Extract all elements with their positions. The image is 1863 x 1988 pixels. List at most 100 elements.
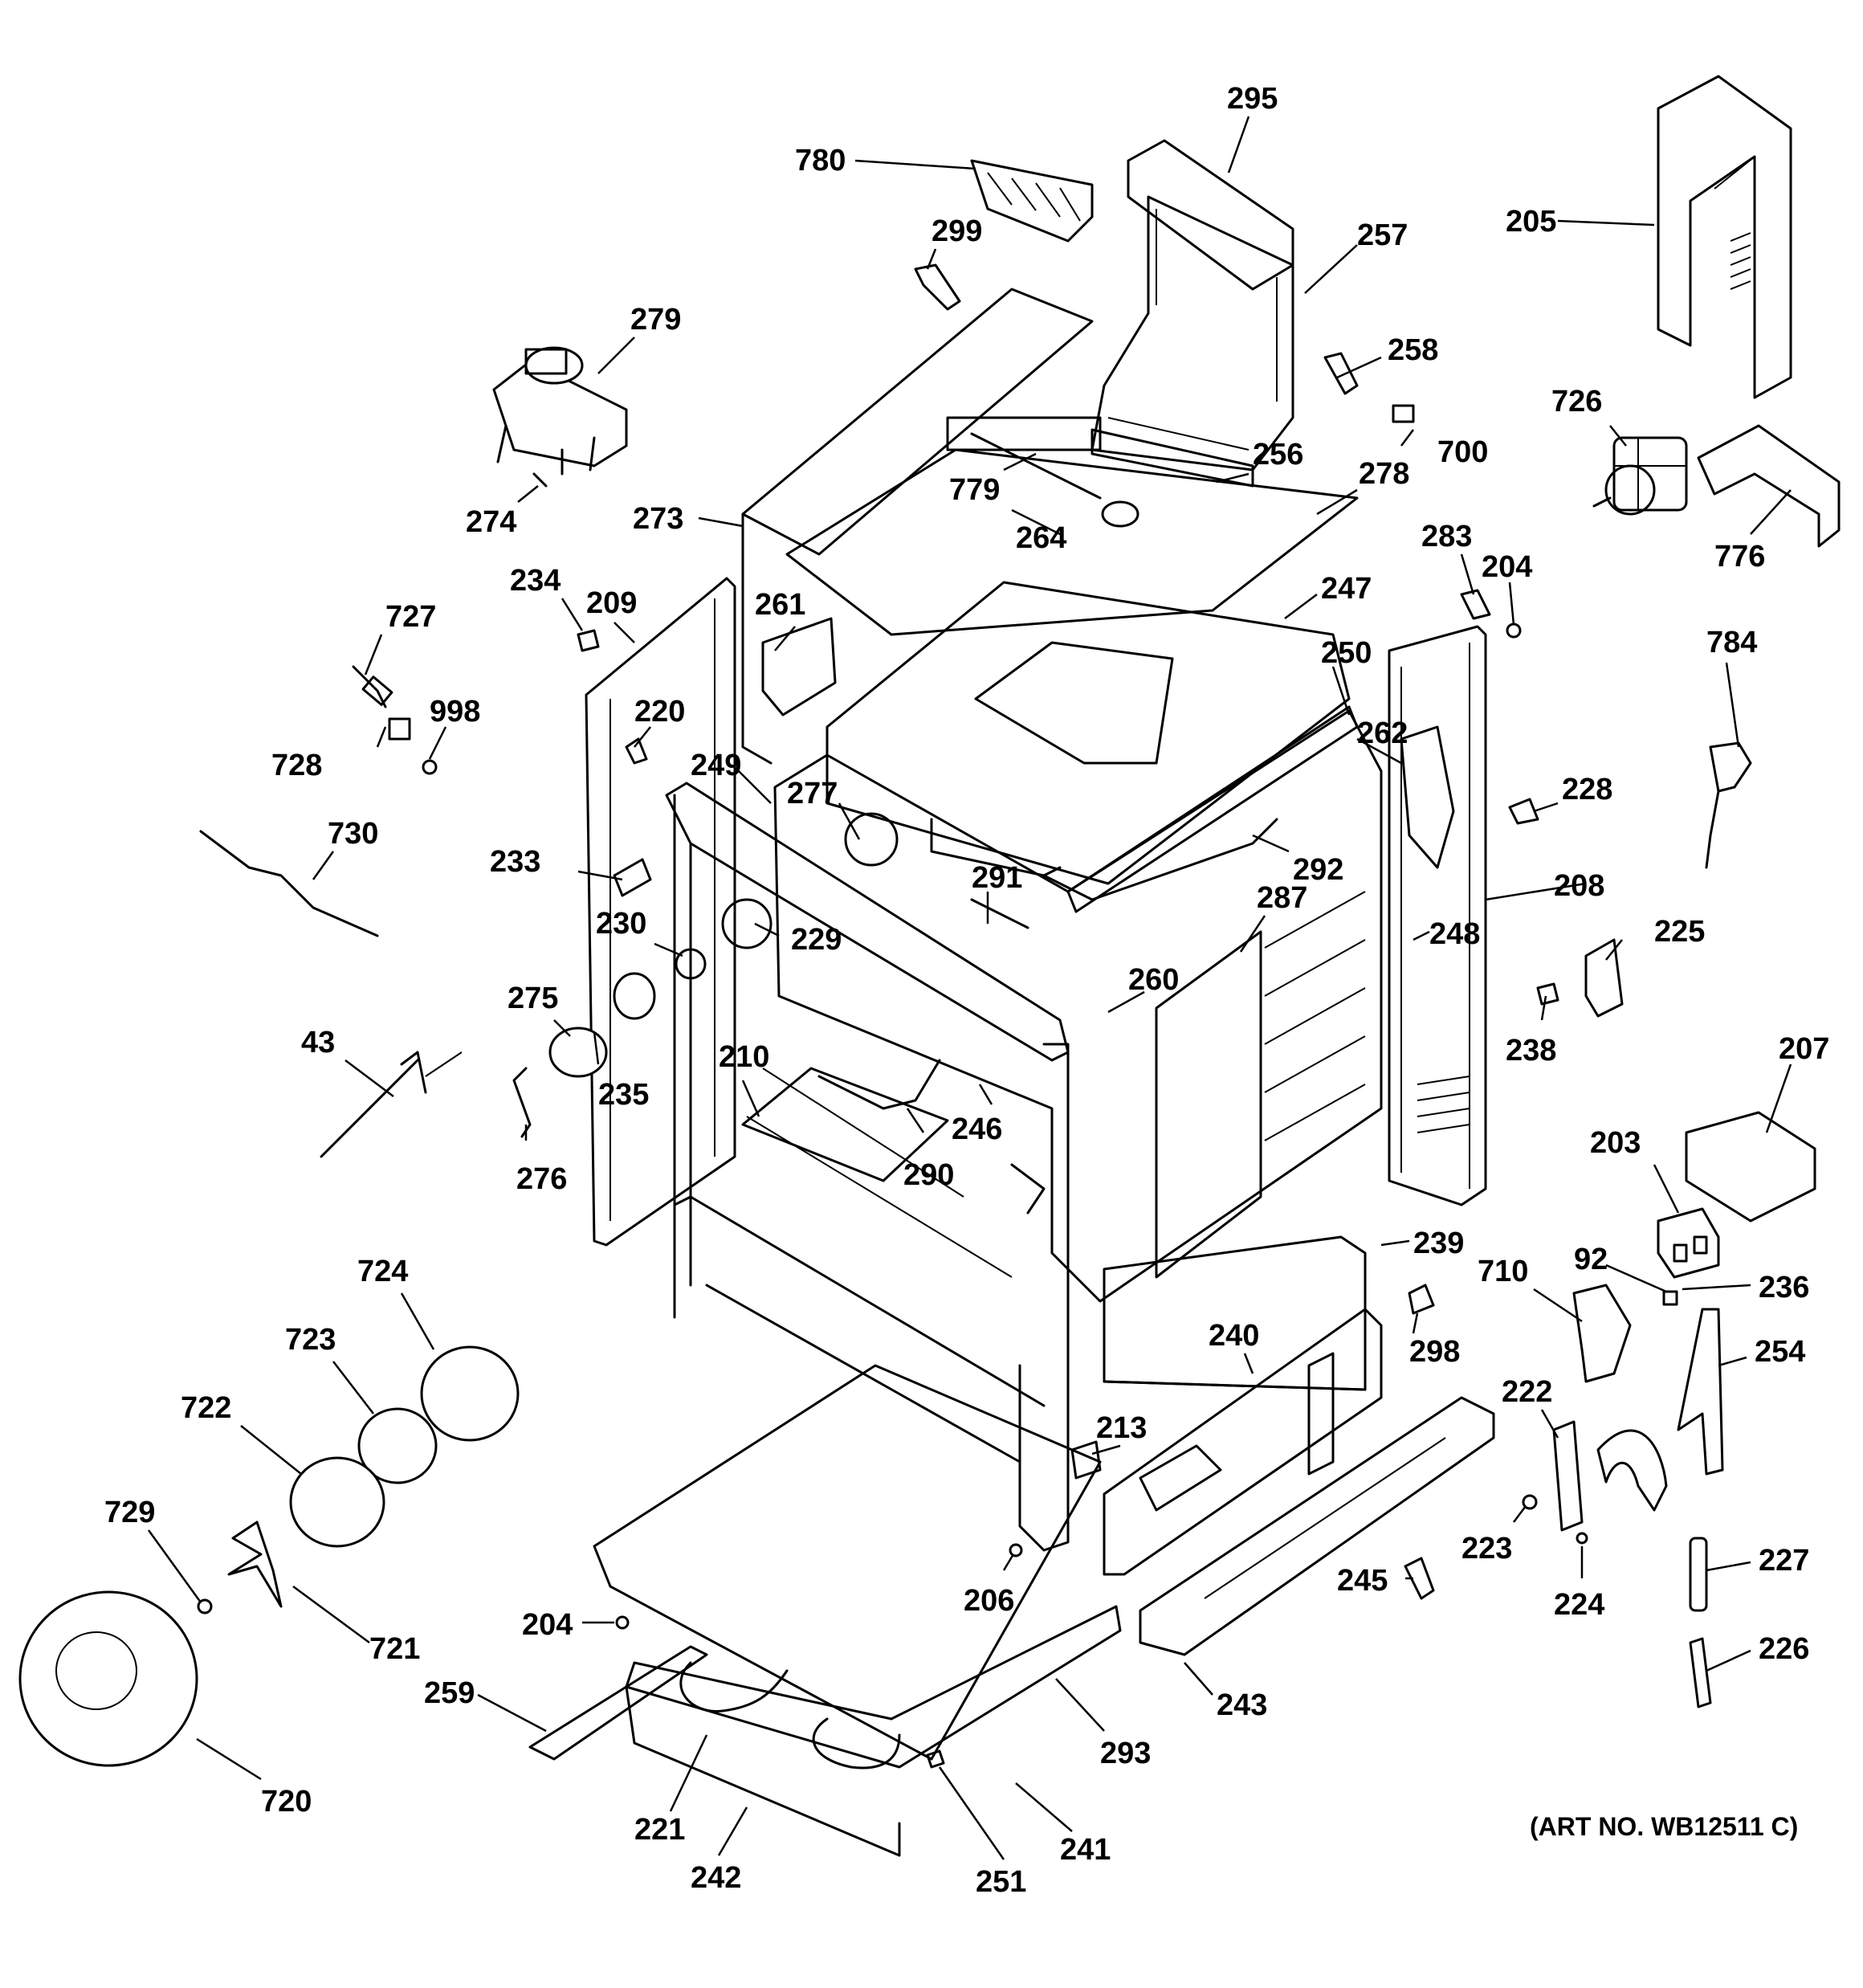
callout-275: 275 <box>508 982 558 1015</box>
part-226-link <box>1689 1637 1712 1708</box>
callout-291: 291 <box>972 861 1022 895</box>
callout-210: 210 <box>719 1040 769 1074</box>
callout-274: 274 <box>466 505 516 539</box>
callout-241: 241 <box>1060 1833 1111 1867</box>
part-780-vent-grille <box>970 159 1094 243</box>
callout-295: 295 <box>1227 82 1278 116</box>
part-208-right-side-panel <box>1388 625 1487 1206</box>
callout-279: 279 <box>630 303 681 337</box>
callout-780: 780 <box>795 144 846 178</box>
part-206-screw <box>1009 1543 1023 1557</box>
part-205-side-trim <box>1657 75 1792 399</box>
part-223-screw <box>1522 1494 1538 1510</box>
callout-43: 43 <box>301 1026 335 1059</box>
callout-248: 248 <box>1429 917 1480 951</box>
callout-287: 287 <box>1257 881 1307 915</box>
callout-213: 213 <box>1096 1411 1147 1445</box>
callout-724: 724 <box>357 1255 408 1288</box>
callout-728: 728 <box>271 749 322 782</box>
callout-labels: 780 295 299 257 205 279 258 700 726 256 … <box>104 82 1829 1899</box>
part-220-clip <box>625 737 648 765</box>
callout-256: 256 <box>1253 438 1303 471</box>
callout-257: 257 <box>1357 218 1408 252</box>
part-204-screw-top <box>1506 623 1522 639</box>
callout-204: 204 <box>1482 550 1532 584</box>
callout-261: 261 <box>755 588 805 622</box>
part-213-clip <box>1070 1440 1102 1480</box>
part-776-bracket <box>1697 424 1841 548</box>
callout-727: 727 <box>385 600 436 634</box>
part-710-hinge <box>1572 1284 1632 1383</box>
part-238-clip <box>1536 982 1559 1006</box>
part-209-left-side-panel <box>585 577 736 1247</box>
callout-223: 223 <box>1461 1532 1512 1565</box>
callout-726: 726 <box>1551 385 1602 418</box>
callout-730: 730 <box>328 817 378 851</box>
callout-254: 254 <box>1755 1335 1805 1369</box>
part-234-nut <box>577 629 600 652</box>
part-784-power-cord <box>1705 741 1752 869</box>
callout-283: 283 <box>1421 520 1472 553</box>
part-254-hinge <box>1677 1308 1724 1476</box>
part-247-oven-top <box>826 581 1359 913</box>
part-295-257-vent-duct <box>1090 139 1294 488</box>
callout-276: 276 <box>516 1162 567 1196</box>
callout-250: 250 <box>1321 636 1372 670</box>
callout-264: 264 <box>1016 521 1066 555</box>
part-92-washer <box>1662 1290 1678 1306</box>
part-228-clip <box>1508 798 1539 825</box>
part-203-terminal-block <box>1657 1207 1720 1279</box>
callout-221: 221 <box>634 1813 685 1847</box>
callout-258: 258 <box>1388 333 1438 367</box>
callout-721: 721 <box>369 1632 420 1666</box>
callout-245: 245 <box>1337 1564 1388 1598</box>
part-299-switch <box>914 263 961 311</box>
callout-700: 700 <box>1437 435 1488 469</box>
callout-299: 299 <box>932 214 982 248</box>
callout-238: 238 <box>1506 1034 1556 1067</box>
part-oven-body <box>665 709 1383 1552</box>
callout-92: 92 <box>1574 1243 1608 1276</box>
part-225-bracket <box>1584 938 1624 1018</box>
part-274-screw <box>532 472 548 488</box>
part-261-insulation <box>761 617 837 716</box>
part-bottom-assembly <box>528 1364 1122 1857</box>
callout-249: 249 <box>691 749 741 782</box>
part-243-burner-box <box>1139 1396 1495 1656</box>
callout-225: 225 <box>1654 915 1705 949</box>
callout-293: 293 <box>1100 1737 1151 1770</box>
part-287-rear-panel <box>1155 891 1366 1279</box>
callout-998: 998 <box>430 695 480 729</box>
callout-207: 207 <box>1779 1032 1829 1066</box>
callout-251: 251 <box>976 1865 1026 1899</box>
callout-729: 729 <box>104 1496 155 1529</box>
callout-234: 234 <box>510 564 561 598</box>
callout-206: 206 <box>964 1584 1014 1618</box>
callout-222: 222 <box>1502 1375 1552 1409</box>
callout-290: 290 <box>903 1158 954 1192</box>
callout-233: 233 <box>490 845 540 879</box>
part-light-assembly <box>512 858 707 1138</box>
callout-273: 273 <box>633 502 683 536</box>
callout-228: 228 <box>1562 773 1612 806</box>
callout-720: 720 <box>261 1785 312 1819</box>
part-279-thermostat <box>492 346 628 476</box>
part-bake-element <box>741 1059 1046 1214</box>
callout-203: 203 <box>1590 1126 1641 1160</box>
callout-224: 224 <box>1554 1588 1604 1622</box>
callout-710: 710 <box>1478 1255 1528 1288</box>
callout-277: 277 <box>787 777 838 810</box>
callout-723: 723 <box>285 1323 336 1357</box>
part-283-clip <box>1460 589 1491 620</box>
part-245-leveler <box>1404 1557 1435 1600</box>
callout-209: 209 <box>586 586 637 620</box>
callout-239: 239 <box>1413 1227 1464 1260</box>
callout-236: 236 <box>1759 1271 1809 1304</box>
part-drawings <box>18 75 1841 1857</box>
callout-722: 722 <box>181 1391 231 1425</box>
part-277-light-port <box>844 812 899 867</box>
part-222-hinge <box>1552 1420 1668 1532</box>
callout-208: 208 <box>1554 869 1604 903</box>
part-291-292-broil-element <box>930 818 1278 929</box>
